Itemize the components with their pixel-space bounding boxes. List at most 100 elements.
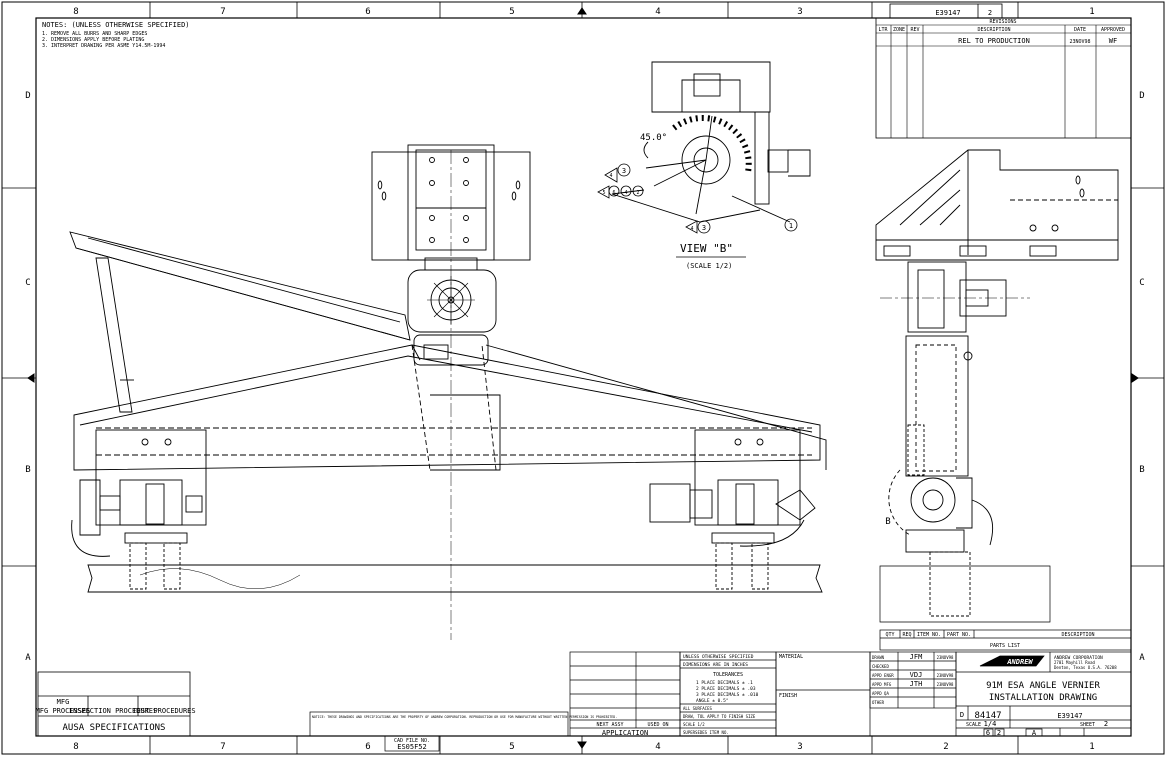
approvals-block bbox=[869, 651, 957, 709]
rev-header-approved: APPROVED bbox=[1101, 27, 1125, 33]
top-sheet-number: 2 bbox=[988, 9, 992, 17]
callout-flag-5: 5 bbox=[602, 190, 605, 196]
rev-header-ltr: LTR bbox=[878, 27, 888, 33]
pl-header-description: DESCRIPTION bbox=[1061, 632, 1094, 638]
front-view bbox=[69, 144, 827, 640]
material-label: MATERIAL bbox=[779, 654, 803, 660]
approval-name-drawn: JFM bbox=[910, 653, 923, 661]
view-b-scale: (SCALE 1/2) bbox=[686, 262, 732, 270]
zone-row-a-right: A bbox=[1139, 653, 1145, 663]
callout-6: 6 bbox=[612, 190, 615, 196]
tolerance-row-1: ALL SURFACES bbox=[683, 706, 712, 711]
callout-4: 4 bbox=[624, 190, 627, 196]
drawing-title-2: INSTALLATION DRAWING bbox=[989, 693, 1097, 703]
company-addr2: Denton, Texas U.S.A. 76208 bbox=[1054, 665, 1117, 670]
cad-file-number: ES05F52 bbox=[397, 743, 427, 751]
mfg-processes: MFG PROCESSES bbox=[36, 707, 91, 715]
section-marker-b: B bbox=[885, 517, 890, 527]
side-view bbox=[875, 149, 1119, 623]
zone-col-6-top: 6 bbox=[365, 7, 370, 17]
zone-row-b-left: B bbox=[25, 465, 30, 475]
scale-label: SCALE bbox=[966, 722, 981, 728]
approval-date-drawn: 23NOV98 bbox=[937, 655, 954, 660]
drawing-title-1: 91M ESA ANGLE VERNIER bbox=[986, 681, 1100, 691]
callout-3b: 3 bbox=[702, 224, 706, 232]
revision-block bbox=[875, 3, 1132, 139]
tolerance-line-2: 2 PLACE DECIMALS ± .03 bbox=[696, 686, 756, 692]
zone-col-6-bottom: 6 bbox=[365, 742, 370, 752]
size-letter: D bbox=[960, 711, 964, 719]
approval-role-checked: CHECKED bbox=[872, 664, 889, 669]
zone-labels: 8 7 6 5 4 3 1 8 7 6 5 4 3 2 1 D C B A D … bbox=[25, 7, 1145, 752]
pl-header-req: REQ bbox=[902, 632, 911, 638]
rev-approved: WF bbox=[1109, 37, 1117, 45]
note-2: 2. DIMENSIONS APPLY BEFORE PLATING bbox=[42, 37, 144, 43]
tolerance-line-1: 1 PLACE DECIMALS ± .1 bbox=[696, 680, 753, 686]
zone-row-d-right: D bbox=[1139, 91, 1144, 101]
approval-role-drawn: DRAWN bbox=[872, 655, 885, 660]
callout-flag-4b: 4 bbox=[690, 226, 693, 232]
rev-header-zone: ZONE bbox=[893, 27, 905, 33]
fscm-digit-1: 6 bbox=[986, 729, 990, 737]
company-addr1: 2701 Mayhill Road bbox=[1054, 660, 1096, 665]
zone-col-7-bottom: 7 bbox=[220, 742, 225, 752]
title-block bbox=[955, 651, 1132, 737]
pl-header-part: PART NO. bbox=[947, 632, 971, 638]
rev-header-description: DESCRIPTION bbox=[977, 27, 1010, 33]
top-doc-number: E39147 bbox=[935, 9, 960, 17]
callout-bubbles bbox=[597, 163, 798, 234]
zone-col-3-bottom: 3 bbox=[797, 742, 802, 752]
revisions-title: REVISIONS bbox=[989, 19, 1016, 25]
zone-col-4-top: 4 bbox=[655, 7, 660, 17]
approval-name-mfg: JTH bbox=[910, 680, 923, 688]
used-on: USED ON bbox=[647, 722, 668, 728]
approval-name-engr: VDJ bbox=[910, 671, 923, 679]
parts-list bbox=[879, 629, 1132, 651]
rev-description: REL TO PRODUCTION bbox=[958, 37, 1030, 45]
test-procedures: TEST PROCEDURES bbox=[132, 707, 195, 715]
company-logo: ANDREW bbox=[1006, 658, 1033, 666]
approval-date-engr: 23NOV98 bbox=[937, 673, 954, 678]
zone-col-3-top: 3 bbox=[797, 7, 802, 17]
pl-header-item: ITEM NO. bbox=[917, 632, 941, 638]
zone-row-c-right: C bbox=[1139, 278, 1144, 288]
mfg-label: MFG bbox=[57, 698, 70, 706]
scale-value: 1/4 bbox=[984, 720, 997, 728]
approval-role-mfg: APPD MFG bbox=[872, 682, 892, 687]
zone-col-1-top: 1 bbox=[1089, 7, 1094, 17]
ausa-specifications: AUSA SPECIFICATIONS bbox=[63, 723, 166, 733]
left-spec-block bbox=[37, 671, 191, 737]
approval-role-other: OTHER bbox=[872, 700, 885, 705]
drawing-number: 84147 bbox=[974, 711, 1001, 721]
view-b-detail bbox=[611, 61, 811, 223]
view-b-title: VIEW "B" bbox=[680, 242, 733, 255]
tolerance-head-1: UNLESS OTHERWISE SPECIFIED bbox=[683, 654, 754, 660]
parts-list-title: PARTS LIST bbox=[990, 643, 1020, 649]
callout-3: 3 bbox=[622, 167, 626, 175]
notes-block: NOTES: (UNLESS OTHERWISE SPECIFIED) 1. R… bbox=[42, 21, 190, 49]
company-name: ANDREW CORPORATION bbox=[1054, 655, 1103, 661]
tolerance-line-4: ANGLE ± 0.5° bbox=[696, 698, 729, 704]
inspection-procedures: INSPECTION PROCEDURES bbox=[69, 707, 158, 715]
next-assy: NEXT ASSY bbox=[596, 722, 623, 728]
callout-flag-4: 4 bbox=[609, 173, 612, 179]
approval-role-qa: APPD QA bbox=[872, 691, 889, 696]
finish-label: FINISH bbox=[779, 693, 797, 699]
approval-date-mfg: 23NOV98 bbox=[937, 682, 954, 687]
tolerance-head-2: DIMENSIONS ARE IN INCHES bbox=[683, 662, 748, 668]
zone-col-2-bottom: 2 bbox=[943, 742, 948, 752]
zone-row-b-right: B bbox=[1139, 465, 1144, 475]
application-label: APPLICATION bbox=[602, 729, 648, 737]
rev-letter: A bbox=[1032, 729, 1037, 737]
tolerance-title: TOLERANCES bbox=[713, 672, 743, 678]
zone-row-d-left: D bbox=[25, 91, 30, 101]
zone-col-8-bottom: 8 bbox=[73, 742, 78, 752]
tolerance-row-2: DRAW, TOL APPLY TO FINISH SIZE bbox=[683, 714, 756, 719]
sheet-label: SHEET bbox=[1080, 722, 1095, 728]
zone-col-4-bottom: 4 bbox=[655, 742, 660, 752]
tolerance-row-4: SUPERSEDES ITEM NO. bbox=[683, 730, 729, 735]
zone-col-5-top: 5 bbox=[509, 7, 514, 17]
rev-header-date: DATE bbox=[1074, 27, 1086, 33]
rev-header-rev: REV bbox=[910, 27, 919, 33]
